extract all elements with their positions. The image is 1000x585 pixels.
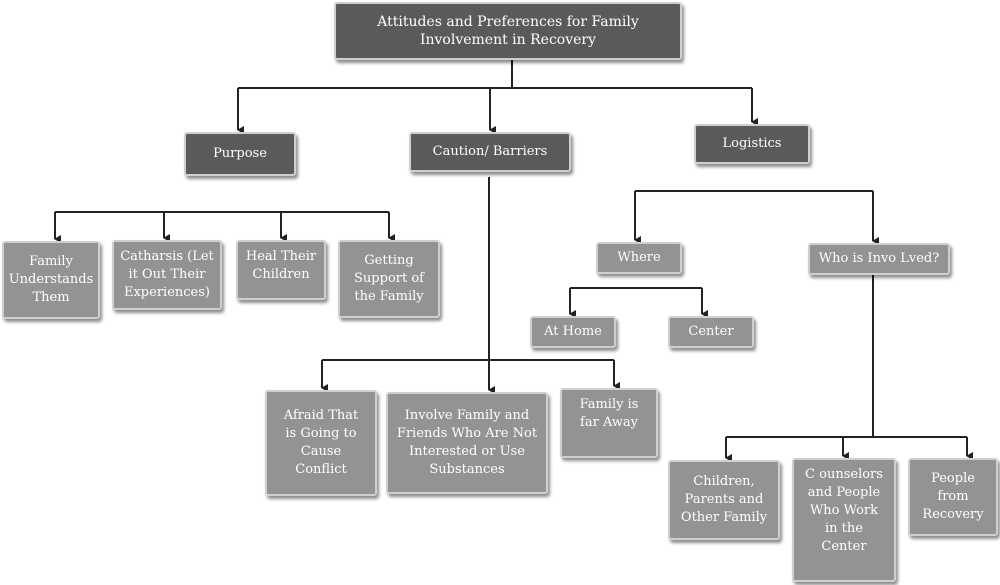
purpose-item-catharsis: Catharsis (Let it Out Their Experiences): [112, 240, 222, 310]
caution-item-involve-family-friends: Involve Family and Friends Who Are Not I…: [386, 392, 548, 494]
purpose-item-family-understands: Family Understands Them: [2, 241, 100, 319]
who-item-counselors: C ounselors and People Who Work in the C…: [792, 458, 896, 582]
who-item-children-parents: Children, Parents and Other Family: [668, 460, 780, 540]
root-node: Attitudes and Preferences for Family Inv…: [334, 2, 682, 60]
purpose-item-getting-support: Getting Support of the Family: [338, 240, 440, 318]
category-logistics: Logistics: [694, 124, 810, 164]
who-item-people-recovery: People from Recovery: [908, 458, 998, 536]
root-connector: [238, 60, 752, 89]
logistics-item-who-involved: Who is Invo Lved?: [808, 243, 950, 275]
category-purpose: Purpose: [184, 132, 296, 176]
category-caution-barriers: Caution/ Barriers: [409, 132, 571, 172]
purpose-item-heal-children: Heal Their Children: [236, 240, 326, 300]
where-item-center: Center: [668, 316, 754, 348]
logistics-item-where: Where: [596, 242, 682, 274]
caution-item-family-far-away: Family is far Away: [560, 388, 658, 458]
where-item-at-home: At Home: [530, 316, 616, 348]
caution-item-afraid-conflict: Afraid That is Going to Cause Conflict: [265, 390, 377, 496]
